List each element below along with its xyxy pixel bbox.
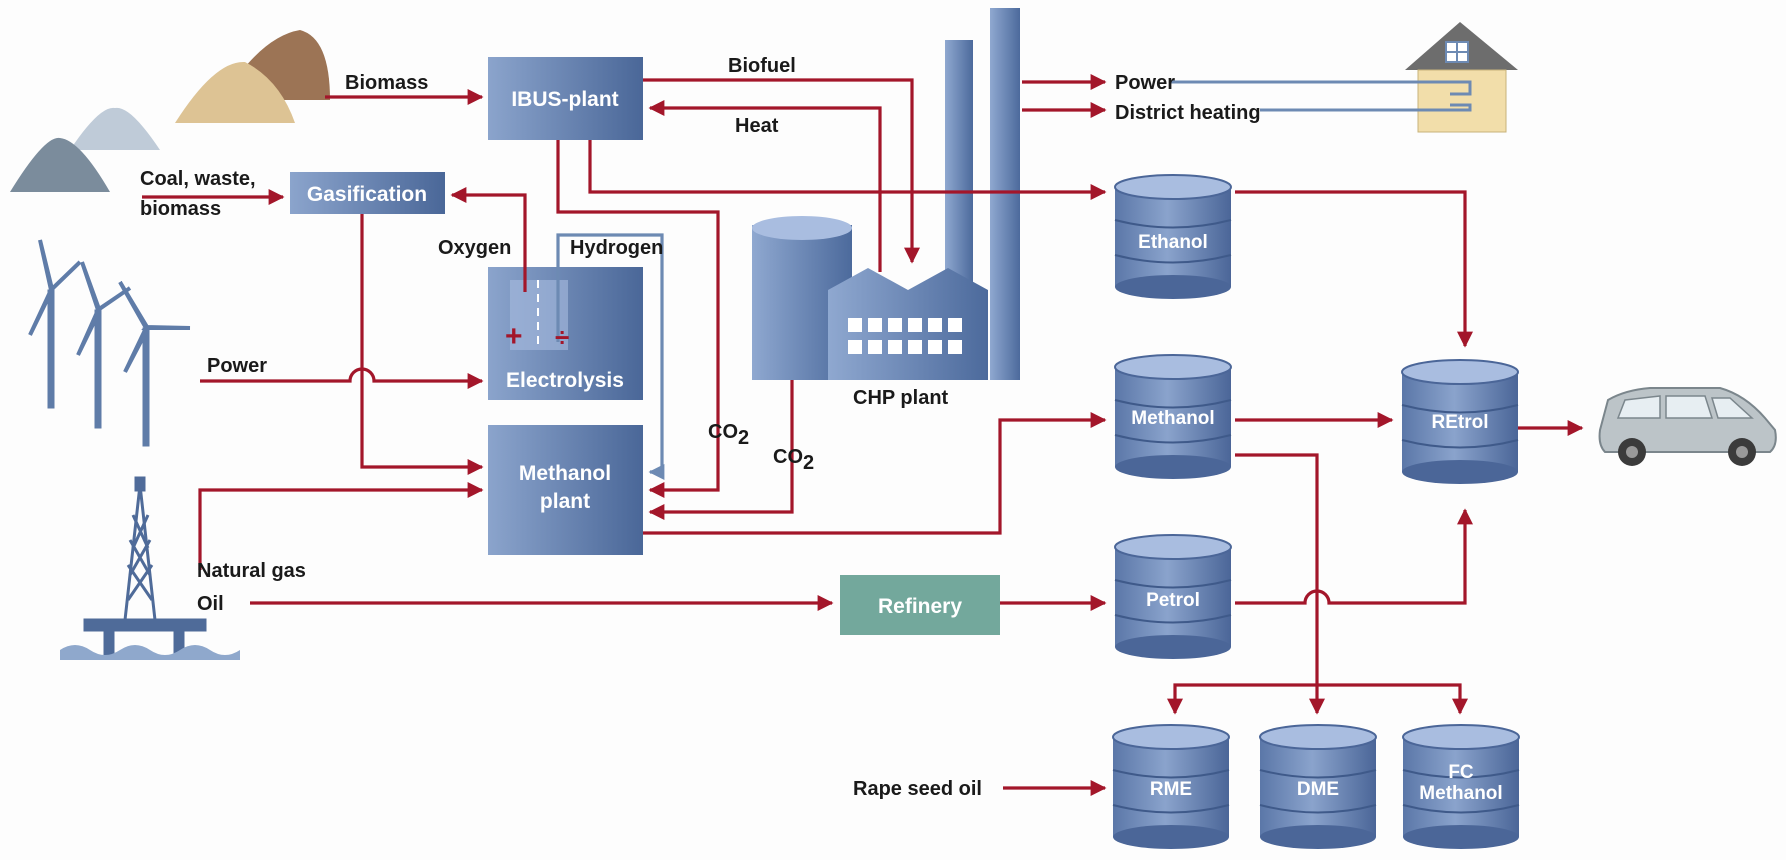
svg-text:2: 2	[803, 452, 814, 474]
car-icon	[1598, 387, 1777, 466]
biomass-label: Biomass	[345, 72, 428, 94]
methanol-plant-label-1: Methanol	[519, 462, 611, 485]
gasification-label: Gasification	[307, 183, 427, 206]
oil-label: Oil	[197, 593, 224, 615]
fc-label-2: Methanol	[1419, 783, 1502, 804]
svg-text:2: 2	[738, 427, 749, 449]
natural-gas-label: Natural gas	[197, 560, 306, 582]
methanol-label: Methanol	[1131, 408, 1214, 429]
electrolysis-label: Electrolysis	[506, 369, 624, 392]
rme-label: RME	[1150, 779, 1192, 800]
district-heating-label: District heating	[1115, 102, 1261, 124]
power-in-label: Power	[207, 355, 267, 377]
rape-seed-oil-label: Rape seed oil	[853, 778, 982, 800]
methanol-plant-label-2: plant	[540, 490, 590, 513]
coal-label-2: biomass	[140, 198, 221, 220]
refinery-box	[840, 575, 1000, 635]
biomass-piles-icon	[175, 30, 330, 123]
gasification-box	[290, 172, 445, 214]
ethanol-label: Ethanol	[1138, 232, 1208, 253]
heat-label: Heat	[735, 115, 779, 137]
chp-plant-label: CHP plant	[853, 387, 949, 409]
house-icon	[1405, 22, 1518, 133]
petrol-label: Petrol	[1146, 590, 1200, 611]
biofuel-label: Biofuel	[728, 55, 796, 77]
svg-text:CO: CO	[708, 421, 738, 443]
ibus-plant-box	[488, 57, 643, 140]
coal-piles-icon	[10, 107, 160, 192]
minus-sign: ÷	[555, 322, 569, 352]
power-out-label: Power	[1115, 72, 1175, 94]
svg-text:CO: CO	[773, 446, 803, 468]
refinery-label: Refinery	[878, 595, 962, 618]
dme-label: DME	[1297, 779, 1339, 800]
flow-arrows	[142, 74, 1584, 796]
oil-rig-icon	[60, 476, 240, 660]
retrol-label: REtrol	[1432, 412, 1489, 433]
co2-label-a: CO 2	[708, 421, 749, 449]
ibus-plant-label: IBUS-plant	[511, 88, 618, 111]
hydrogen-line	[556, 233, 665, 480]
power-lines	[1170, 80, 1472, 112]
chp-factory-icon	[752, 8, 1020, 380]
wind-turbines-icon	[28, 239, 191, 447]
oxygen-label: Oxygen	[438, 237, 511, 259]
coal-label-1: Coal, waste,	[140, 168, 256, 190]
plus-sign: +	[505, 320, 523, 353]
fc-label-1: FC	[1448, 762, 1474, 783]
hydrogen-label: Hydrogen	[570, 237, 663, 259]
methanol-plant-box	[488, 425, 643, 555]
co2-label-b: CO 2	[773, 446, 814, 474]
